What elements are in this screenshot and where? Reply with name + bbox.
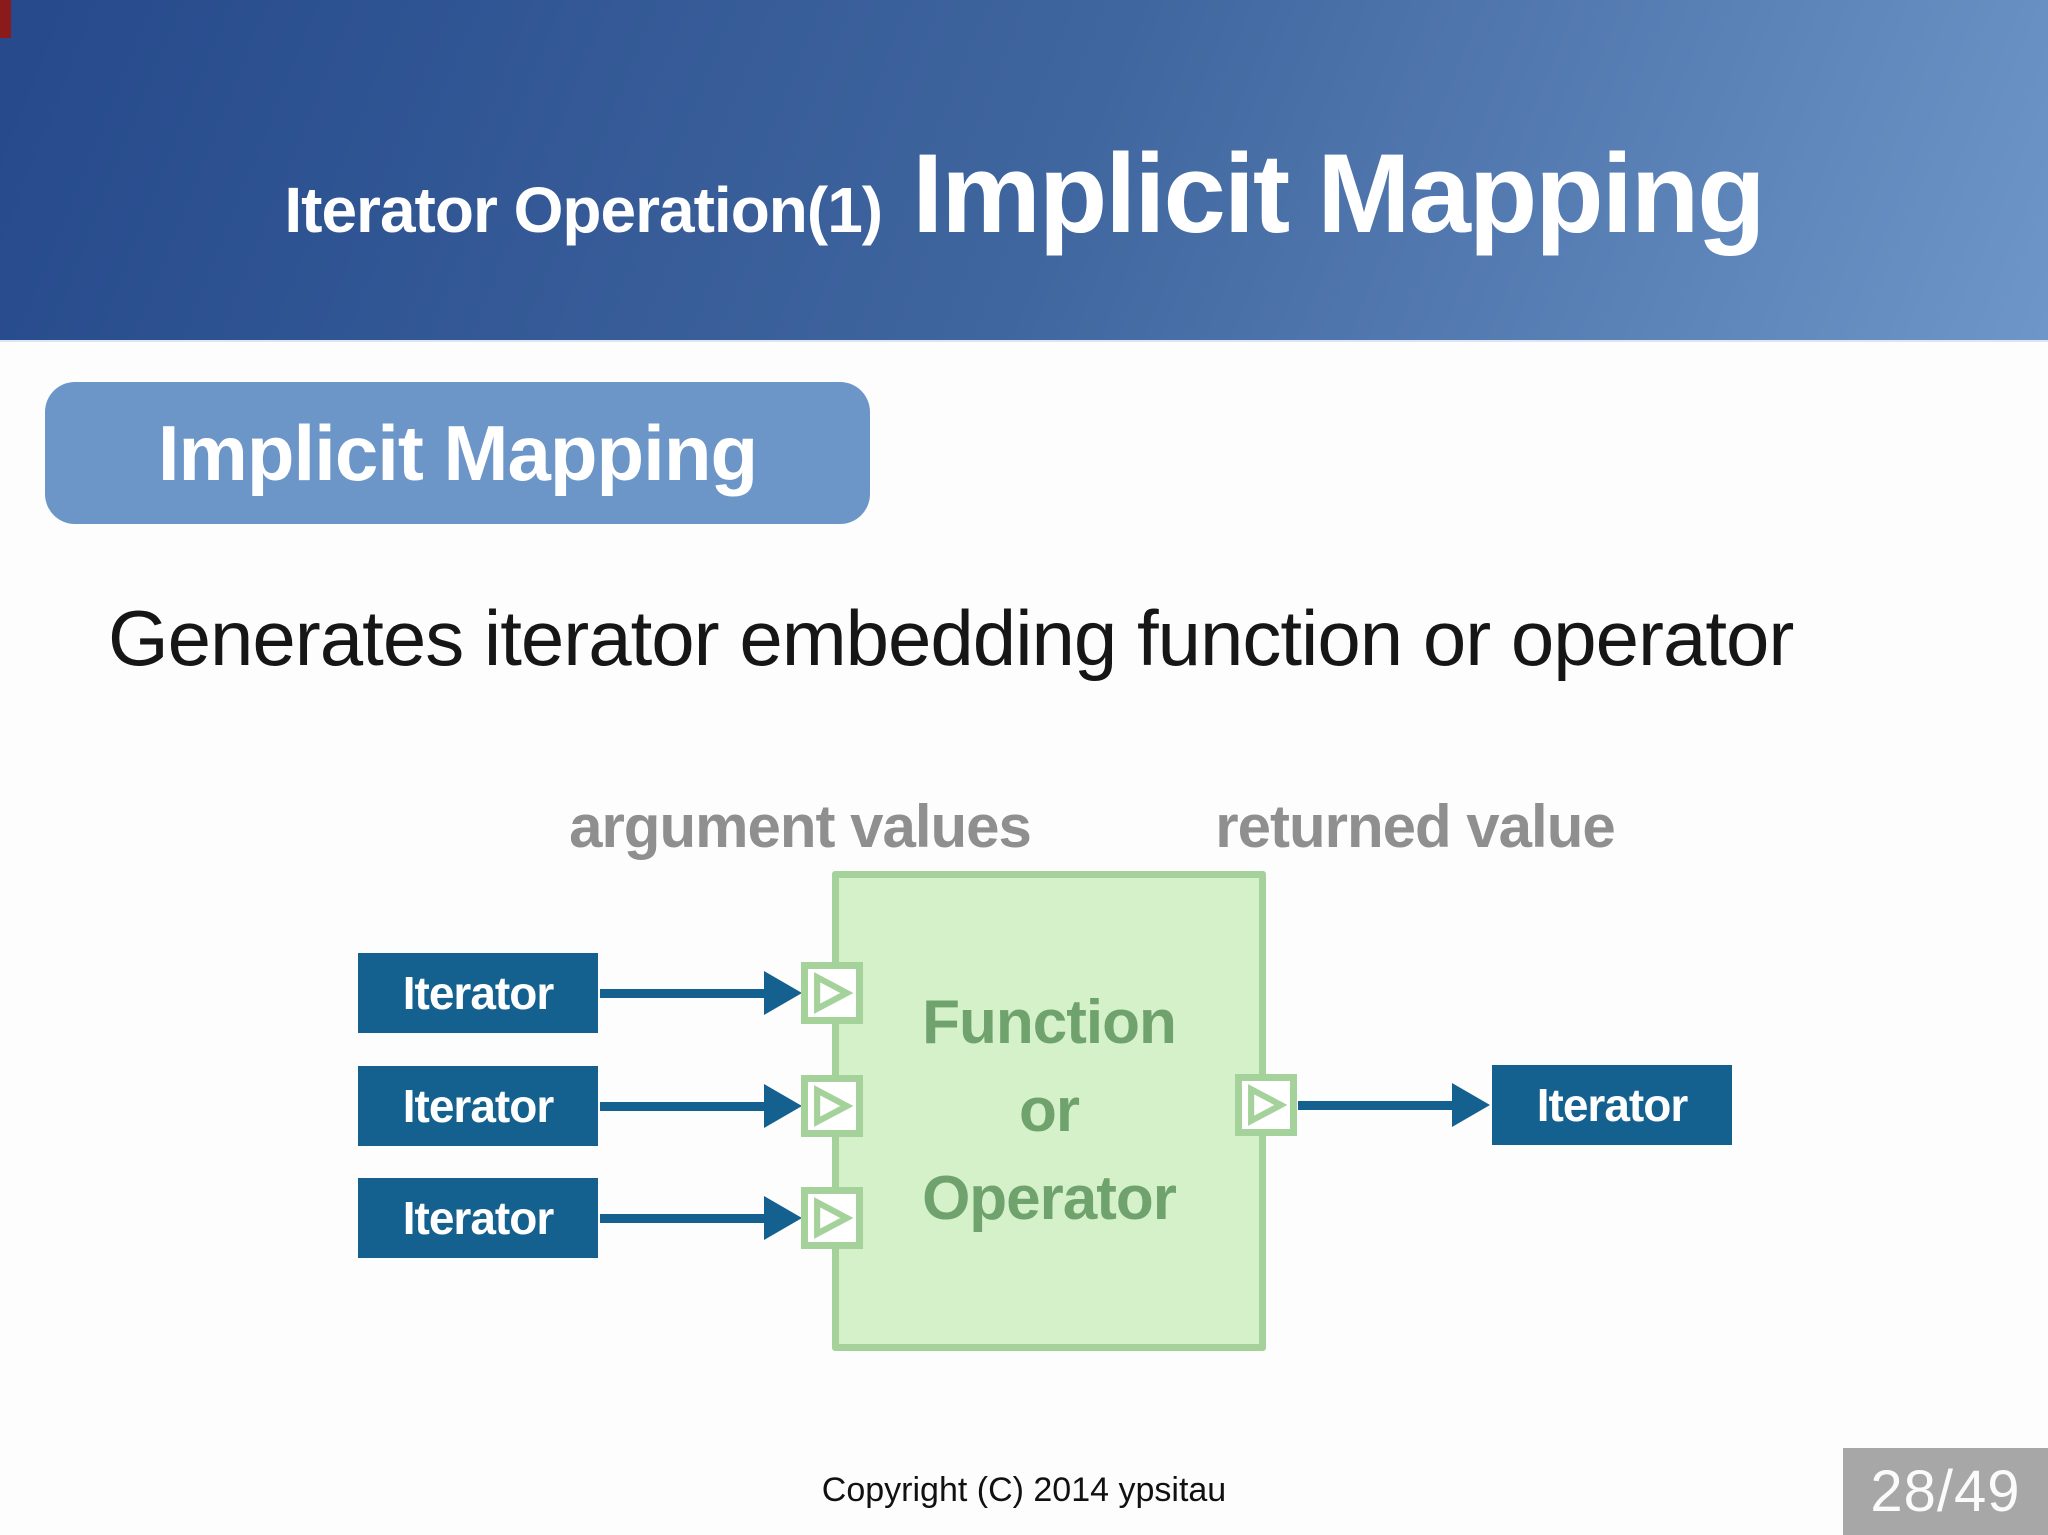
iterator-input-box-1: Iterator: [358, 953, 598, 1033]
label-argument-values: argument values: [569, 793, 1032, 860]
section-badge-label: Implicit Mapping: [157, 408, 758, 497]
arrowhead-icon: [764, 1084, 802, 1128]
connector-line: [600, 989, 768, 998]
input-port-1: [801, 962, 863, 1024]
chevron-right-icon: [1248, 1084, 1287, 1126]
page-title: Iterator Operation(1) Implicit Mapping: [0, 138, 2048, 250]
page-number: 28/49: [1870, 1459, 2021, 1524]
chevron-right-icon: [814, 1085, 853, 1127]
page-number-box: 28/49: [1843, 1448, 2048, 1535]
iterator-input-box-3: Iterator: [358, 1178, 598, 1258]
iterator-input-label-2: Iterator: [402, 1080, 554, 1132]
function-box-line: Function: [922, 988, 1177, 1057]
arrowhead-icon: [764, 1196, 802, 1240]
iterator-input-box-2: Iterator: [358, 1066, 598, 1146]
input-port-3: [801, 1187, 863, 1249]
iterator-input-label-3: Iterator: [402, 1192, 554, 1244]
body-text: Generates iterator embedding function or…: [108, 594, 1794, 682]
output-port: [1235, 1074, 1297, 1136]
corner-artifact: [0, 0, 11, 38]
input-port-2: [801, 1075, 863, 1137]
copyright-text: Copyright (C) 2014 ypsitau: [821, 1471, 1227, 1509]
title-prefix: Iterator Operation(1): [284, 174, 883, 246]
function-box: Function or Operator: [832, 871, 1266, 1351]
arrowhead-icon: [764, 971, 802, 1015]
connector-line: [600, 1214, 768, 1223]
slide-header: Iterator Operation(1) Implicit Mapping: [0, 0, 2048, 342]
iterator-output-box: Iterator: [1492, 1065, 1732, 1145]
label-returned-value: returned value: [1215, 793, 1615, 860]
section-badge: Implicit Mapping: [45, 382, 870, 524]
chevron-right-icon: [814, 1197, 853, 1239]
iterator-output-label: Iterator: [1536, 1079, 1688, 1131]
iterator-input-label-1: Iterator: [402, 967, 554, 1019]
connector-line: [1298, 1101, 1456, 1110]
chevron-right-icon: [814, 972, 853, 1014]
function-box-line: or: [1019, 1076, 1080, 1145]
arrowhead-icon: [1452, 1083, 1490, 1127]
title-main: Implicit Mapping: [912, 131, 1766, 256]
function-box-line: Operator: [922, 1164, 1177, 1233]
connector-line: [600, 1102, 768, 1111]
